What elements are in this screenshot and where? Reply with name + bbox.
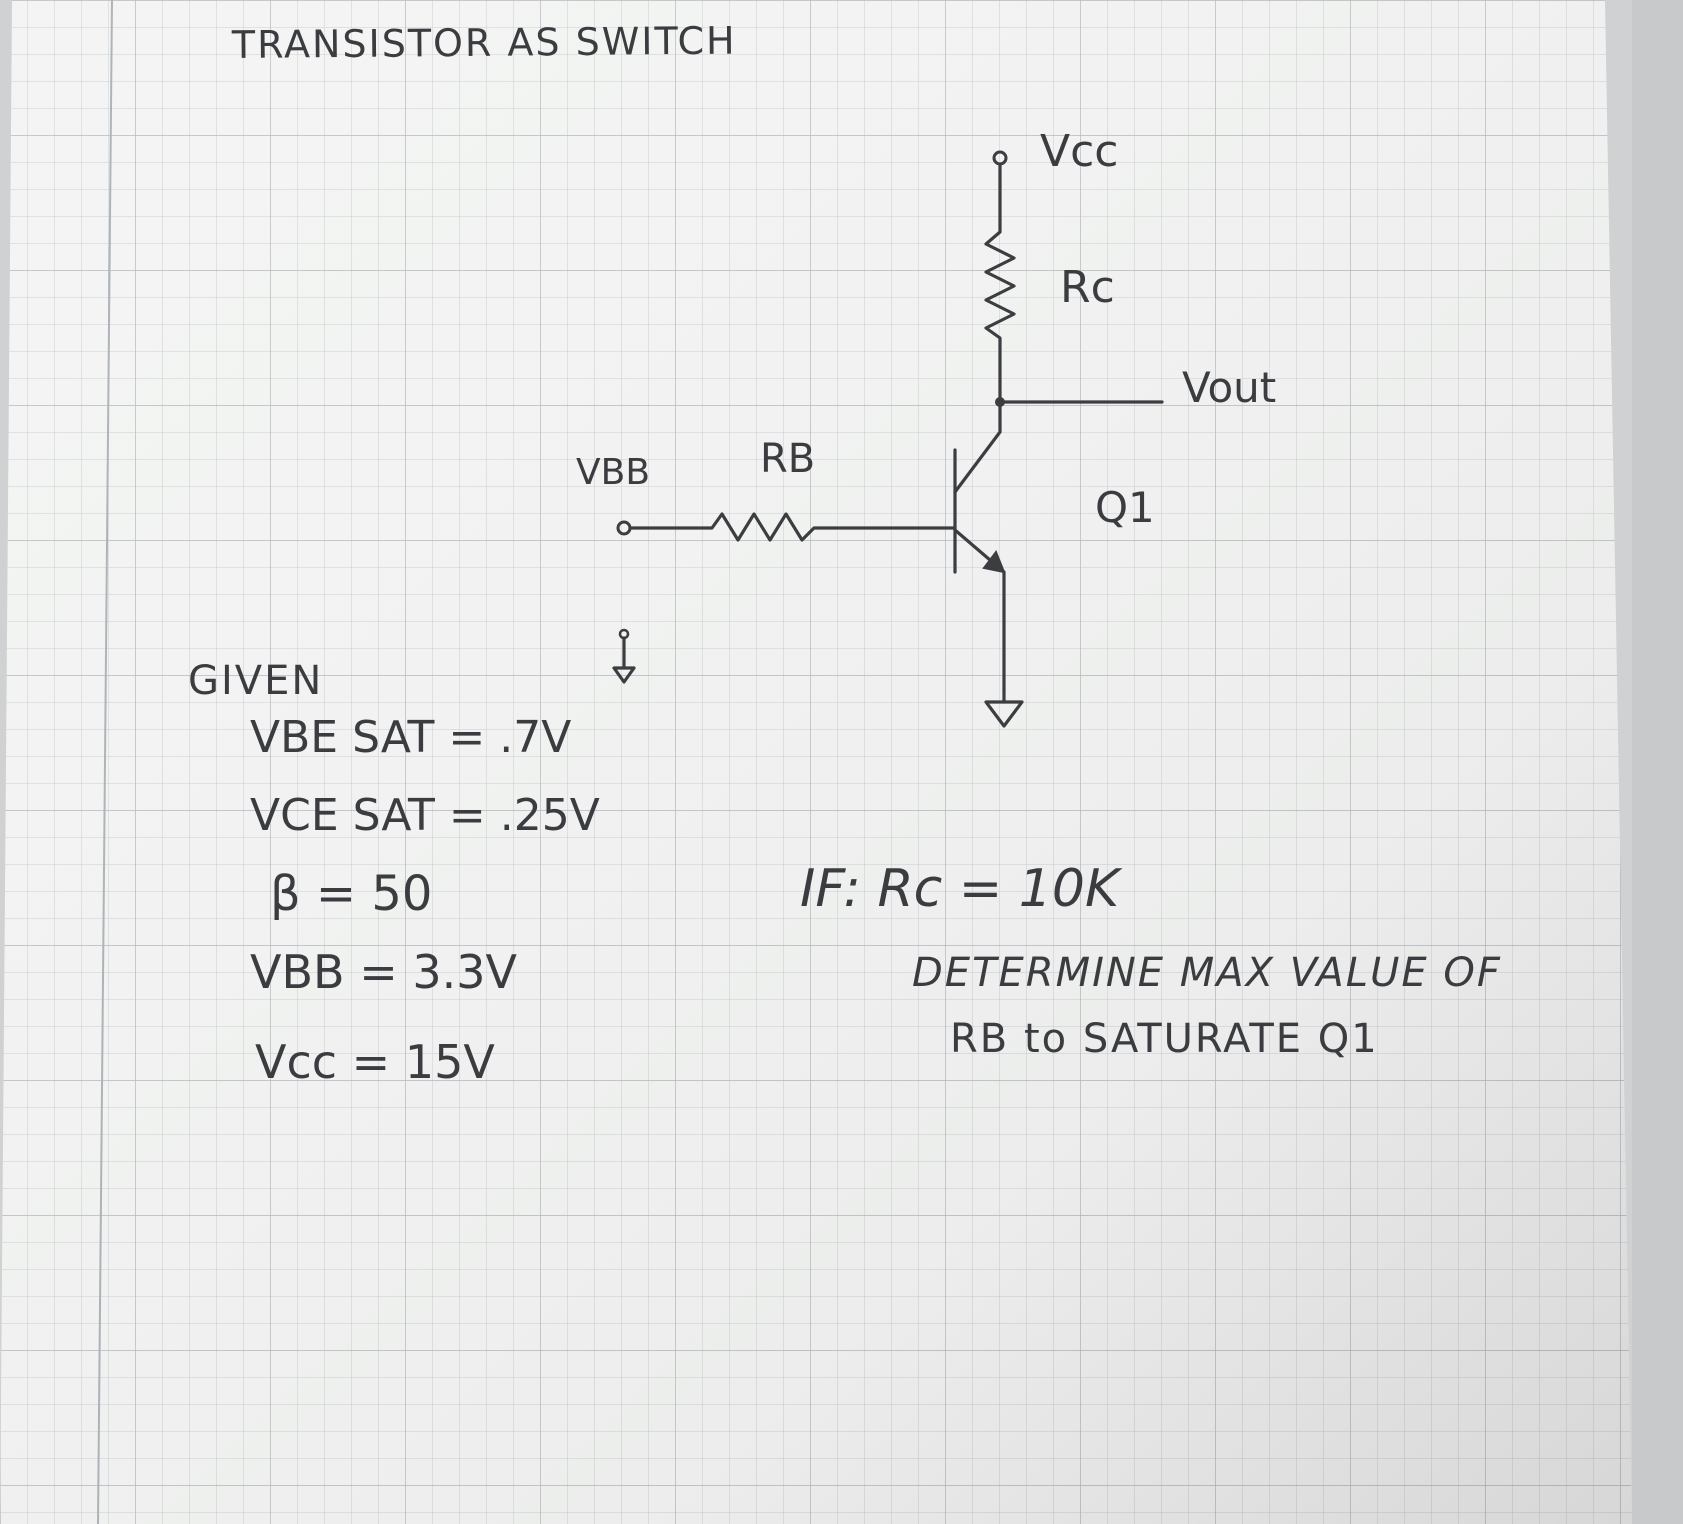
paper-shade xyxy=(0,0,1632,1524)
given-heading: GIVEN xyxy=(188,658,323,704)
vout-label: Vout xyxy=(1182,363,1276,412)
circuit-diagram: Vcc Rc Vout Q1 VBB RB xyxy=(576,126,1276,728)
vcc-label: Vcc xyxy=(1040,126,1118,177)
question-condition: IF: Rc = 10K xyxy=(800,859,1123,919)
question-section: IF: Rc = 10K DETERMINE MAX VALUE OF RB t… xyxy=(800,859,1502,1062)
question-line-2: RB to SATURATE Q1 xyxy=(950,1016,1379,1062)
given-section: GIVEN VBE SAT = .7V VCE SAT = .25V β = 5… xyxy=(188,658,600,1089)
question-line-1: DETERMINE MAX VALUE OF xyxy=(912,950,1502,996)
collector-lead xyxy=(953,400,1002,494)
vbb-label: VBB xyxy=(576,452,650,493)
q1-label: Q1 xyxy=(1095,483,1155,532)
vbb-ground-icon xyxy=(612,636,636,684)
desk-edge xyxy=(1632,0,1683,1524)
given-beta: β = 50 xyxy=(270,866,432,922)
rc-resistor xyxy=(984,162,1016,404)
emitter-arrow xyxy=(982,549,1006,574)
given-vcc: Vcc = 15V xyxy=(255,1035,495,1089)
rb-label: RB xyxy=(760,436,815,482)
given-vbe-sat: VBE SAT = .7V xyxy=(250,712,571,763)
rb-resistor xyxy=(628,512,957,542)
given-vbb: VBB = 3.3V xyxy=(250,945,518,999)
page-title: TRANSISTOR AS SWITCH xyxy=(231,19,737,67)
given-vce-sat: VCE SAT = .25V xyxy=(250,790,600,841)
rc-label: Rc xyxy=(1060,262,1115,313)
